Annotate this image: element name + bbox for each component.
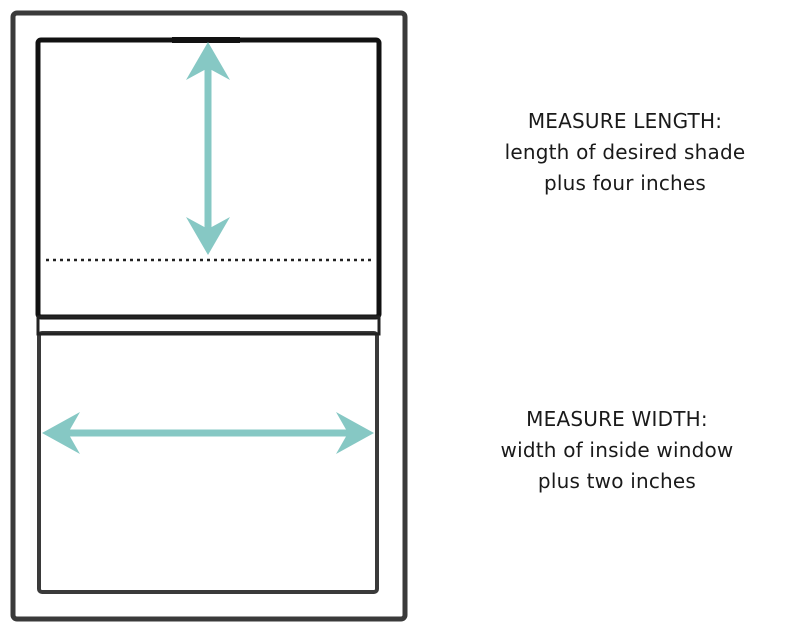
- measure-width-heading: MEASURE WIDTH:: [526, 407, 708, 431]
- length-arrow-bottom-head: [186, 217, 230, 255]
- width-arrow: [42, 412, 374, 454]
- measure-length-heading: MEASURE LENGTH:: [527, 109, 723, 133]
- measure-length-line-1: length of desired shade: [504, 140, 746, 164]
- measure-length-caption: MEASURE LENGTH: length of desired shade …: [470, 106, 780, 199]
- lower-window-pane: [37, 331, 379, 594]
- window-sash-rail: [36, 315, 381, 336]
- width-arrow-right-head: [336, 412, 374, 454]
- measure-width-caption: MEASURE WIDTH: width of inside window pl…: [462, 404, 772, 497]
- measure-length-line-2: plus four inches: [543, 171, 707, 195]
- width-arrow-left-head: [42, 412, 80, 454]
- length-arrow: [186, 42, 230, 255]
- measure-width-line-1: width of inside window: [500, 438, 734, 462]
- length-arrow-top-head: [186, 42, 230, 80]
- measure-width-line-2: plus two inches: [537, 469, 697, 493]
- outer-window-frame: [10, 10, 408, 622]
